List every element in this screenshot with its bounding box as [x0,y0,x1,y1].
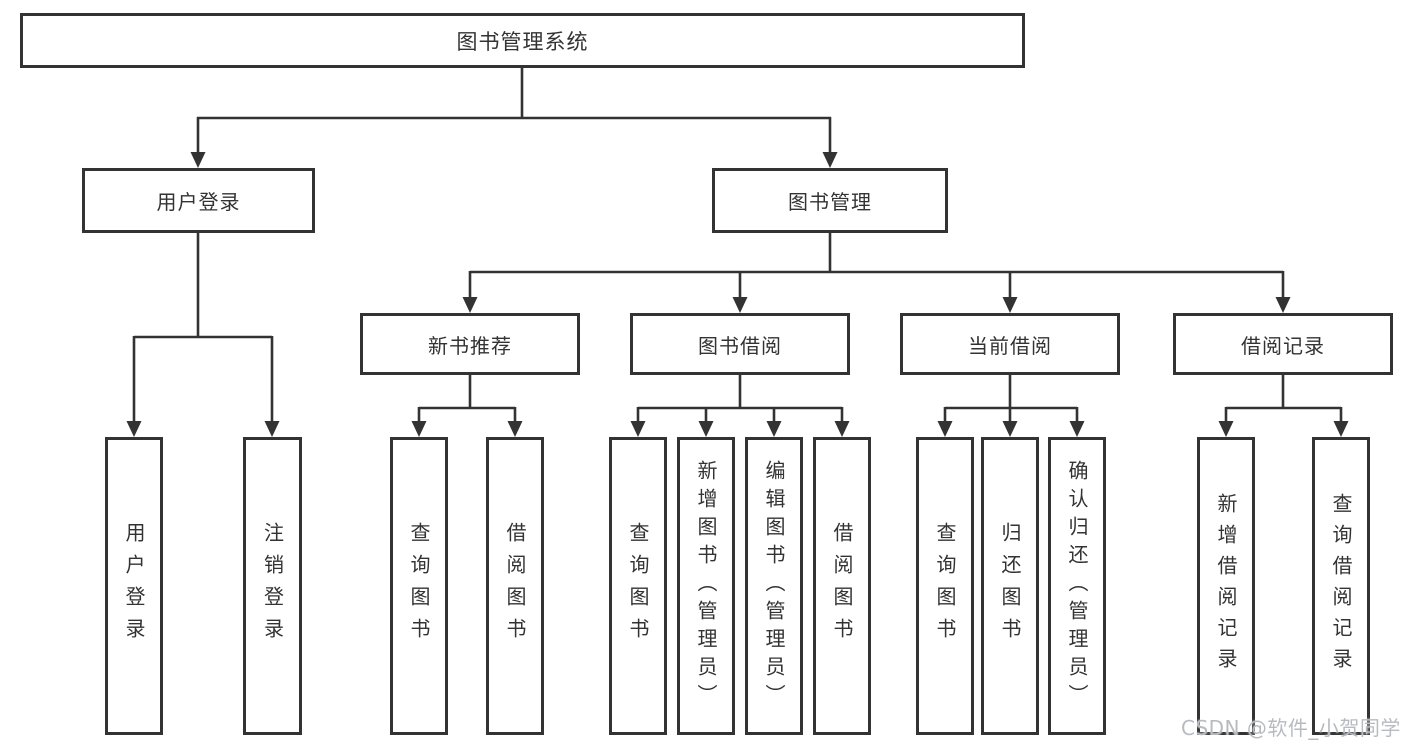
node-label: 新增图书（管理员） [694,460,718,712]
leaf-query-books-1: 查询图书 [390,437,448,735]
node-label: 查询图书 [407,522,431,650]
node-label: 借阅图书 [503,522,527,650]
arrowhead-icon [1069,421,1085,437]
connector-root-to-level2 [190,68,838,168]
connector-borrowrecords-to-children [1218,375,1349,437]
leaf-return-books: 归还图书 [981,437,1039,735]
node-label: 图书管理 [788,190,872,214]
arrowhead-icon [698,421,714,437]
leaf-add-books-admin: 新增图书（管理员） [677,437,735,735]
connector-bookborrow-to-children [630,375,850,437]
node-label: 查询图书 [626,522,650,650]
arrowhead-icon [1333,421,1349,437]
arrowhead-icon [1002,421,1018,437]
node-label: 新增借阅记录 [1214,493,1238,679]
arrowhead-icon [1002,297,1018,313]
arrowhead-icon [507,421,523,437]
node-label: 借阅记录 [1241,333,1325,358]
node-label: 确认归还（管理员） [1065,460,1089,712]
leaf-add-borrow-record: 新增借阅记录 [1197,437,1255,735]
connector-bookmgmt-to-level3 [462,233,1291,313]
node-label: 用户登录 [156,190,241,214]
arrowhead-icon [630,421,646,437]
node-library-management-system: 图书管理系统 [20,13,1025,68]
leaf-confirm-return-admin: 确认归还（管理员） [1048,437,1106,735]
csdn-watermark: CSDN @软件_小贺同学 [1181,716,1401,740]
arrowhead-icon [1275,297,1291,313]
node-book-management: 图书管理 [712,168,948,233]
node-label: 图书借阅 [698,333,782,358]
connector-newbookrec-to-children [411,375,523,437]
leaf-query-books-3: 查询图书 [916,437,974,735]
leaf-query-books-2: 查询图书 [609,437,667,735]
arrowhead-icon [126,421,142,437]
leaf-query-borrow-record: 查询借阅记录 [1312,437,1370,735]
node-new-book-recommendation: 新书推荐 [360,313,580,375]
leaf-borrow-books-2: 借阅图书 [813,437,871,735]
node-borrowing-records: 借阅记录 [1173,313,1393,375]
node-current-borrowing: 当前借阅 [900,313,1120,375]
node-label: 当前借阅 [968,333,1052,358]
leaf-edit-books-admin: 编辑图书（管理员） [745,437,803,735]
leaf-borrow-books-1: 借阅图书 [486,437,544,735]
node-label: 借阅图书 [830,522,854,650]
arrowhead-icon [411,421,427,437]
node-label: 编辑图书（管理员） [762,460,786,712]
node-user-login: 用户登录 [82,168,315,233]
node-label: 新书推荐 [428,333,512,358]
connector-userlogin-to-children [126,233,280,437]
node-label: 查询图书 [933,522,957,650]
connector-currentborrow-to-children [937,375,1085,437]
arrowhead-icon [190,152,206,168]
node-label: 查询借阅记录 [1329,493,1353,679]
arrowhead-icon [264,421,280,437]
arrowhead-icon [834,421,850,437]
node-book-borrowing: 图书借阅 [630,313,850,375]
arrowhead-icon [1218,421,1234,437]
node-label: 图书管理系统 [456,29,589,54]
arrowhead-icon [766,421,782,437]
node-label: 归还图书 [998,522,1022,650]
node-label: 注销登录 [260,522,285,650]
node-label: 用户登录 [122,522,146,650]
arrowhead-icon [937,421,953,437]
leaf-user-login: 用户登录 [105,437,163,735]
arrowhead-icon [732,297,748,313]
arrowhead-icon [822,152,838,168]
arrowhead-icon [462,297,478,313]
leaf-logout: 注销登录 [243,437,302,735]
